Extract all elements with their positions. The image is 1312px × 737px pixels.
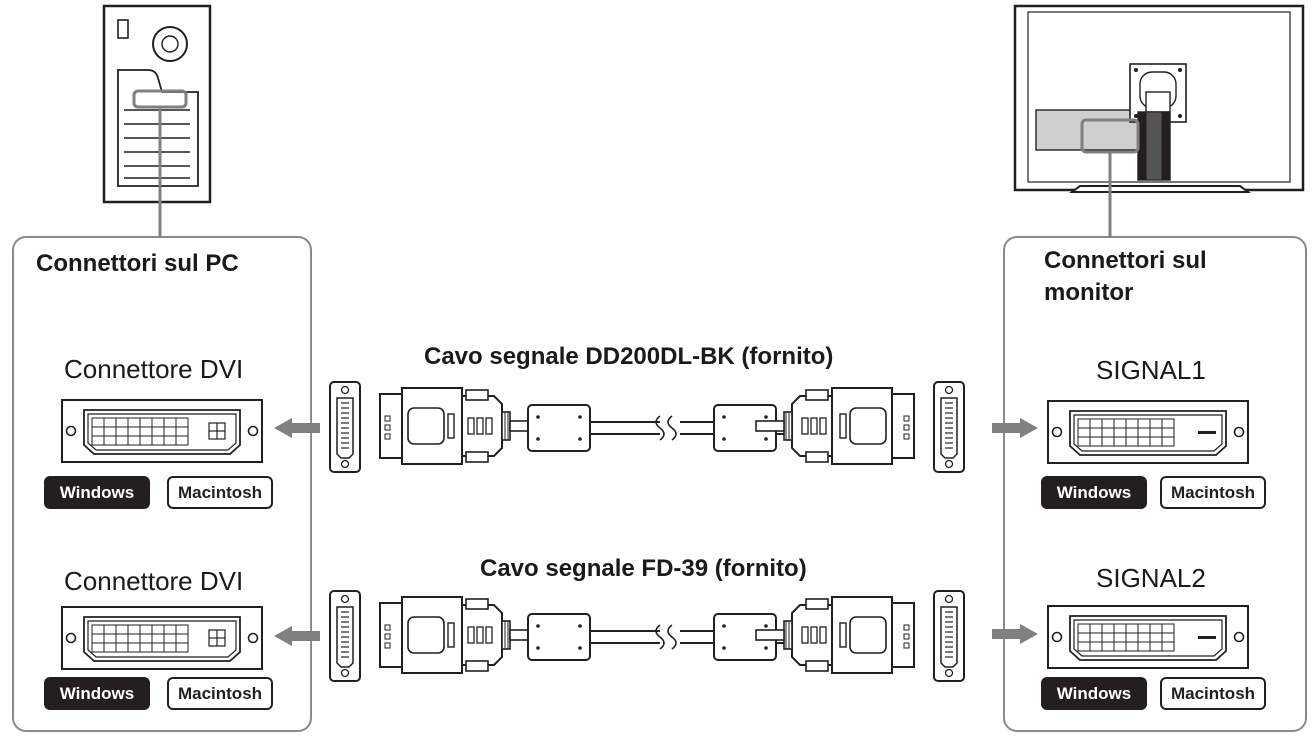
pc-connector-label-2: Connettore DVI bbox=[64, 566, 244, 596]
pc-windows-badge-2: Windows bbox=[44, 677, 150, 710]
monitor-windows-badge-1: Windows bbox=[1041, 476, 1147, 509]
pc-dvi-port-1 bbox=[61, 399, 263, 463]
pc-dvi-port-2 bbox=[61, 606, 263, 670]
pc-macintosh-badge-1: Macintosh bbox=[167, 476, 273, 509]
pc-connector-label-1: Connettore DVI bbox=[64, 354, 244, 384]
monitor-signal1-port bbox=[1047, 400, 1249, 464]
monitor-connector-label-2: SIGNAL2 bbox=[1096, 563, 1206, 593]
cable-title-2: Cavo segnale FD-39 (fornito) bbox=[480, 555, 807, 582]
pc-panel-title: Connettori sul PC bbox=[36, 250, 239, 277]
arrow-to-pc-2 bbox=[274, 626, 320, 646]
pc-macintosh-badge-2: Macintosh bbox=[167, 677, 273, 710]
cable-title-1: Cavo segnale DD200DL-BK (fornito) bbox=[424, 343, 834, 370]
monitor-connector-label-1: SIGNAL1 bbox=[1096, 355, 1206, 385]
pc-windows-badge-1: Windows bbox=[44, 476, 150, 509]
monitor-panel-title: Connettori sul monitor bbox=[1044, 247, 1207, 306]
monitor-windows-badge-2: Windows bbox=[1041, 677, 1147, 710]
arrow-to-monitor-1 bbox=[992, 418, 1038, 438]
monitor-signal2-port bbox=[1047, 605, 1249, 669]
monitor-macintosh-badge-2: Macintosh bbox=[1160, 677, 1266, 710]
pc-tower-icon bbox=[102, 4, 212, 238]
arrow-to-pc-1 bbox=[274, 418, 320, 438]
monitor-rear-icon bbox=[1013, 4, 1305, 238]
cable-fd-39 bbox=[330, 591, 964, 681]
arrow-to-monitor-2 bbox=[992, 624, 1038, 644]
monitor-macintosh-badge-1: Macintosh bbox=[1160, 476, 1266, 509]
cable-dd200dl-bk bbox=[330, 382, 964, 472]
